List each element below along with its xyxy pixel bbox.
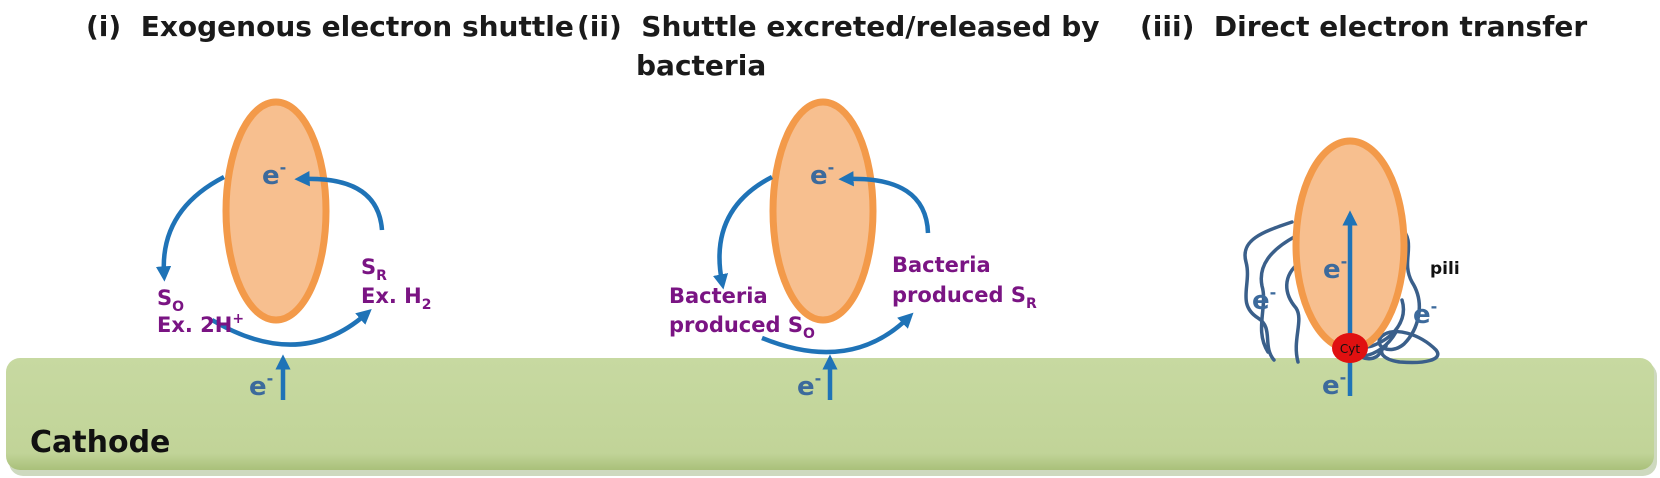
reduced-shuttle-label: SR — [361, 255, 387, 284]
panel-bacterial-shuttle: (ii) Shuttle excreted/released by bacter… — [577, 10, 1100, 402]
arrow-oxidized-to-reduced — [210, 308, 372, 347]
panel-exogenous-shuttle: (i) Exogenous electron shuttle e- e- SO … — [86, 10, 574, 402]
bacterium-cell — [769, 98, 877, 324]
electron-label-bottom: e- — [249, 369, 273, 402]
panel-2-title-line-2: bacteria — [636, 49, 766, 82]
electron-label-bottom: e- — [1322, 368, 1346, 401]
cathode — [6, 358, 1654, 470]
arrow-reduced-to-cell — [838, 171, 931, 234]
arrow-cell-to-oxidized — [155, 175, 226, 282]
pilus-left-1 — [1243, 220, 1294, 362]
reduced-example-label: Ex. H2 — [361, 284, 432, 313]
bacteria-produced-reduced-line-2: produced SR — [892, 283, 1037, 312]
arrow-cell-to-oxidized — [713, 175, 774, 290]
pili-label: pili — [1430, 259, 1460, 279]
oxidized-shuttle-label: SO — [157, 286, 184, 315]
electron-label: e- — [262, 158, 286, 191]
bacteria-produced-oxidized-line-1: Bacteria — [669, 284, 768, 308]
bacterium-cell — [222, 98, 330, 324]
arrow-reduced-to-cell — [294, 171, 385, 231]
arrow-oxidized-to-reduced — [761, 312, 914, 355]
cytochrome — [1332, 333, 1368, 363]
cathode-label: Cathode — [30, 425, 170, 460]
electron-label: e- — [810, 158, 834, 191]
electron-label-left: e- — [1252, 283, 1276, 316]
pilus-right-3 — [1362, 330, 1398, 358]
oxidized-example-label: Ex. 2H+ — [157, 311, 244, 337]
pilus-right-1 — [1377, 224, 1440, 365]
bacteria-produced-reduced-line-1: Bacteria — [892, 253, 991, 277]
pilus-left-3 — [1285, 260, 1302, 364]
bacteria-produced-oxidized-line-2: produced SO — [669, 313, 815, 342]
panel-1-title: (i) Exogenous electron shuttle — [86, 10, 574, 43]
panel-direct-transfer: (iii) Direct electron transfer Cyt e- e-… — [1140, 10, 1587, 401]
pilus-left-2 — [1259, 234, 1298, 354]
cytochrome-label: Cyt — [1340, 342, 1360, 356]
electron-label-right: e- — [1413, 297, 1437, 330]
panel-2-title-line-1: (ii) Shuttle excreted/released by — [577, 10, 1100, 43]
panel-3-title: (iii) Direct electron transfer — [1140, 10, 1587, 43]
electron-label-center: e- — [1323, 252, 1347, 285]
electron-label-bottom: e- — [797, 369, 821, 402]
